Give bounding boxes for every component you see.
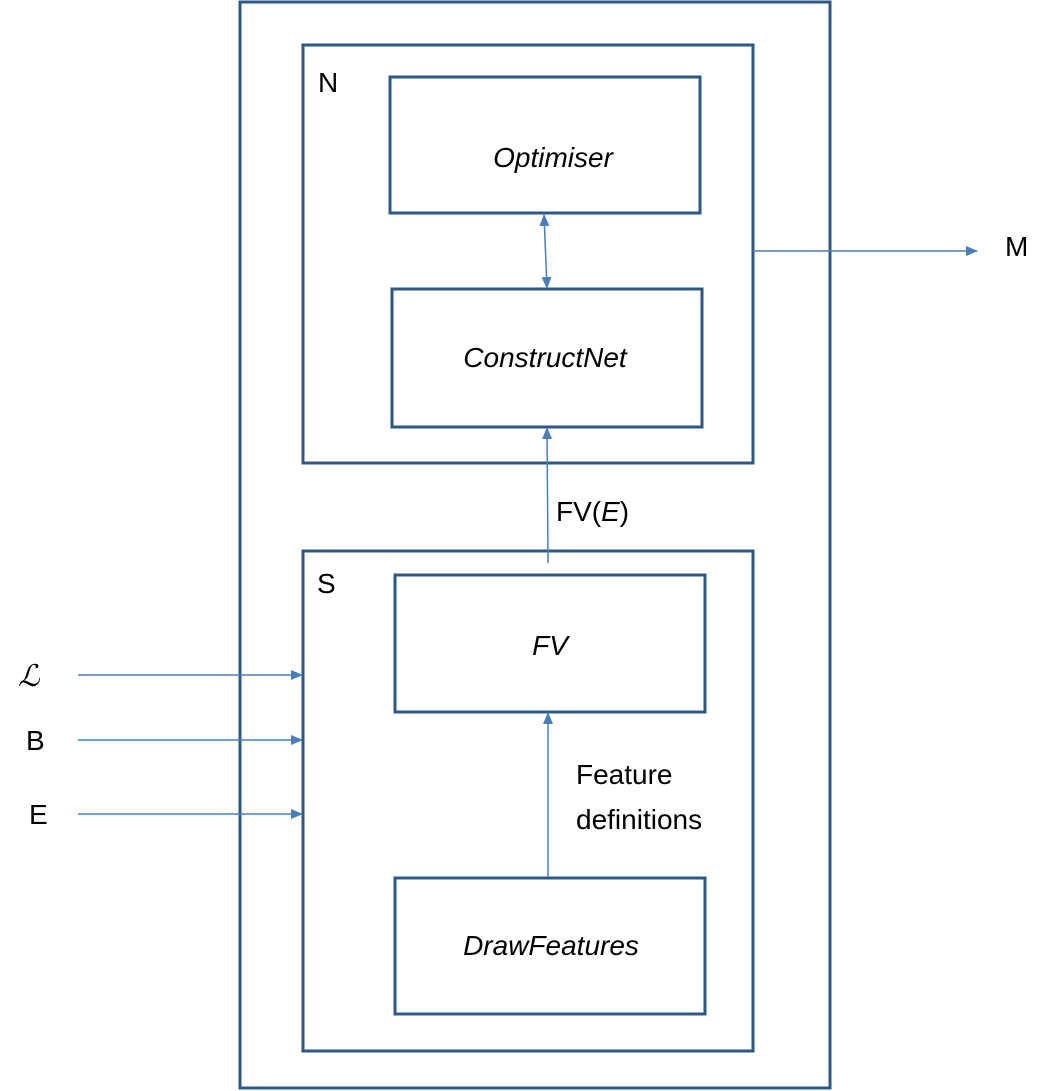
s-container-label: S	[317, 568, 336, 599]
fv-block	[393, 573, 707, 714]
construct-net-block	[390, 287, 704, 429]
n-container-label: N	[318, 67, 338, 98]
fv-e-label: FV(E)	[556, 496, 629, 527]
input-e-label: E	[29, 799, 48, 830]
input-b-label: B	[26, 725, 45, 756]
optimiser-label: Optimiser	[493, 142, 614, 173]
construct-net-label: ConstructNet	[463, 342, 628, 373]
draw-features-label: DrawFeatures	[463, 930, 639, 961]
optimiser-block	[388, 75, 702, 215]
fv-e-arrow	[542, 427, 553, 564]
optimiser-constructnet-arrow	[539, 214, 552, 289]
input-l-label: ℒ	[18, 659, 41, 694]
draw-features-block	[393, 876, 707, 1016]
output-m-label: M	[1005, 231, 1028, 262]
feature-definitions-label: Feature	[576, 759, 673, 790]
feature-definitions-label-2: definitions	[576, 804, 702, 835]
fv-label: FV	[532, 630, 570, 661]
